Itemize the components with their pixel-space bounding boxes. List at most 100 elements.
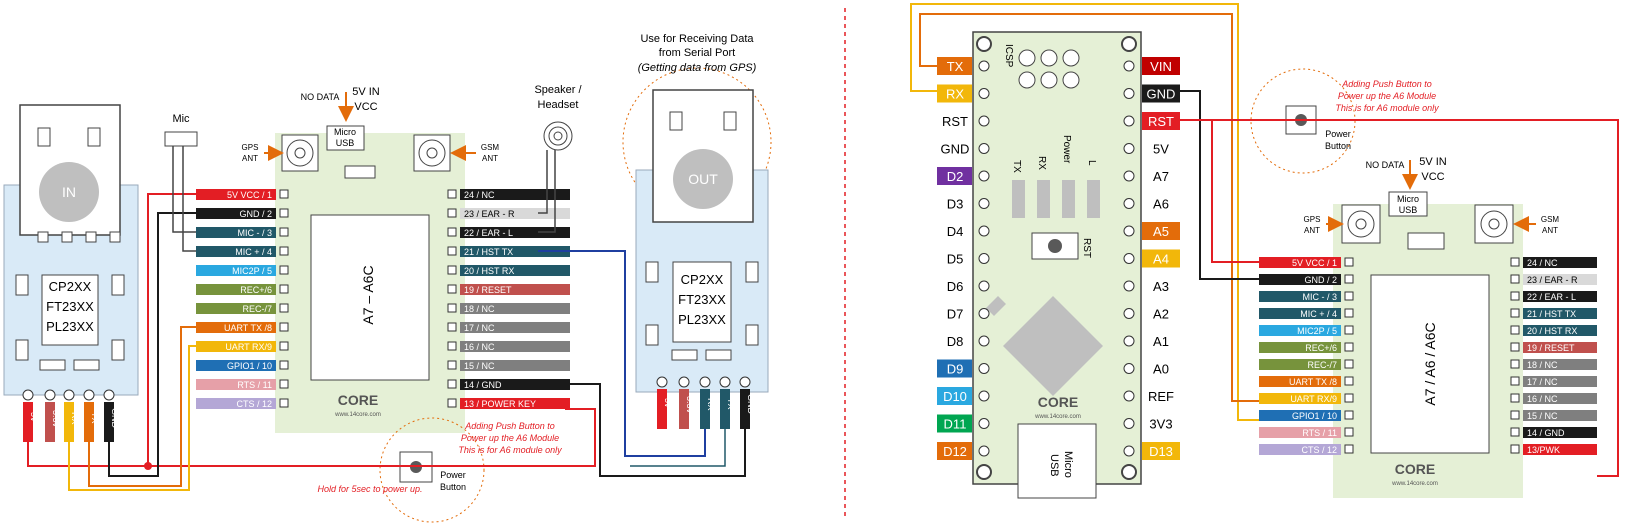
pin-label-bg [1259, 342, 1341, 353]
module-left-pin-label: MIC2P / 5 [1297, 326, 1337, 336]
pin-label-bg [196, 379, 276, 390]
nano-right-pin-label: 5V [1153, 142, 1169, 157]
chip-label-2: FT23XX [46, 299, 94, 314]
nano-left-pin-label: D10 [943, 389, 967, 404]
pin-label-bg [460, 227, 570, 238]
module-right-pin-label: 20 / HST RX [464, 266, 514, 276]
pin-label-bg [1523, 444, 1597, 455]
rst-button-label: RST [1081, 238, 1092, 258]
usb-serial-adapter-in: IN CP2XX FT23XX PL23XX [3, 104, 139, 396]
nano-pin-hole [1123, 143, 1135, 154]
nano-right-pin-label: D13 [1149, 444, 1173, 459]
module-left-pin-label: UART TX /8 [1289, 377, 1337, 387]
logo-url-right: www.14core.com [1391, 481, 1438, 487]
nano-right-pin-label: RST [1148, 114, 1174, 129]
nano-pin-hole [1123, 88, 1135, 99]
pin-label-bg [1523, 291, 1597, 302]
nano-pin-bg [937, 84, 972, 103]
pin-label-bg [1523, 257, 1597, 268]
pin-label-bg [460, 398, 570, 409]
push-note-2: Power up the A6 Module [461, 433, 559, 443]
pin-label-bg [196, 322, 276, 333]
r-push-note-3: This is for A6 module only [1335, 103, 1439, 113]
nano-pin-bg [1142, 112, 1180, 130]
pin-pad [1344, 427, 1354, 437]
r-vcc: VCC [1421, 171, 1444, 183]
module-left-pin-label: GPIO1 / 10 [1292, 411, 1337, 421]
pin-pad [447, 284, 457, 294]
pin-label-bg [196, 284, 276, 295]
module-right-pin-label: 14 / GND [1527, 428, 1565, 438]
pin-label-bg [196, 227, 276, 238]
nano-left-pin-label: TX [947, 59, 964, 74]
pin-label-bg [1523, 342, 1597, 353]
pin-pad [1510, 410, 1520, 420]
module-right-pin-label: 24 / NC [464, 190, 495, 200]
r-no-data: NO DATA [1366, 160, 1405, 170]
pin-pad [1510, 274, 1520, 284]
out-pin-3v3: 3.3v [685, 396, 695, 414]
pin-pad [279, 303, 289, 313]
pin-pad [1510, 325, 1520, 335]
nano-pin-hole [978, 170, 990, 182]
nano-pin-hole [978, 335, 990, 347]
module-right-pin-label: 24 / NC [1527, 258, 1558, 268]
power-button-label-2: Button [440, 482, 466, 492]
pin-pad [1510, 308, 1520, 318]
nano-pin-bg [937, 359, 972, 378]
pin-pad [1344, 359, 1354, 369]
nano-right-pin-label: VIN [1150, 59, 1172, 74]
nano-pin-hole [1123, 363, 1135, 374]
speaker-headset: Speaker / Headset [534, 84, 582, 151]
nano-right-pin-label: 3V3 [1149, 417, 1172, 432]
led-l: L [1086, 160, 1097, 166]
r-micro-usb-1: Micro [1397, 194, 1419, 204]
nano-pin-hole [1123, 418, 1135, 429]
usb-pin-5v: 5v [29, 412, 39, 422]
pin-label-bg [460, 208, 570, 219]
led-power: Power [1061, 135, 1072, 164]
pin-pad [279, 284, 289, 294]
nano-pin-hole [978, 390, 990, 402]
nano-pin-bg [937, 442, 972, 460]
nano-pin-hole [978, 308, 990, 319]
serial-loop-wires [910, 3, 1262, 421]
pin-pad [1344, 410, 1354, 420]
module-right-pin-label: 13/PWK [1527, 445, 1560, 455]
speaker-label-2: Headset [538, 99, 579, 111]
nano-left-pin-label: D4 [947, 224, 964, 239]
pin-pad [1344, 342, 1354, 352]
out-pin-gnd: GND [746, 394, 756, 415]
logo-url-left: www.14core.com [334, 412, 381, 418]
nano-left-pin-label: RX [946, 87, 964, 102]
module-left-pin-label: RTS / 11 [237, 380, 272, 390]
pin-pad [1344, 325, 1354, 335]
module-left-pin-label: GPIO1 / 10 [227, 361, 272, 371]
pin-label-bg [460, 360, 570, 371]
nano-left-pin-label: GND [941, 142, 970, 157]
nano-pin-hole [978, 445, 990, 457]
nano-right-pin-label: A1 [1153, 334, 1169, 349]
nano-pin-bg [1142, 442, 1180, 460]
module-name-left: A7 – A6C [360, 265, 376, 324]
pin-pad [279, 322, 289, 332]
pin-label-bg [460, 189, 570, 200]
pin-label-bg [460, 303, 570, 314]
nano-right-pin-label: A4 [1153, 252, 1169, 267]
nano-pin-hole [1123, 390, 1135, 402]
r-gps-ant-1: GPS [1304, 215, 1321, 224]
module-left-pin-label: CTS / 12 [236, 399, 272, 409]
nano-right-pin-label: A0 [1153, 362, 1169, 377]
led-rx: RX [1036, 156, 1047, 170]
pin-label-bg [1523, 376, 1597, 387]
usb-pin-tx: TX [90, 412, 100, 424]
nano-right-pin-label: A2 [1153, 307, 1169, 322]
micro-usb-1: Micro [334, 127, 356, 137]
nano-left-pin-label: D11 [944, 417, 967, 432]
pin-pad [1344, 444, 1354, 454]
nano-pin-hole [1123, 170, 1135, 182]
